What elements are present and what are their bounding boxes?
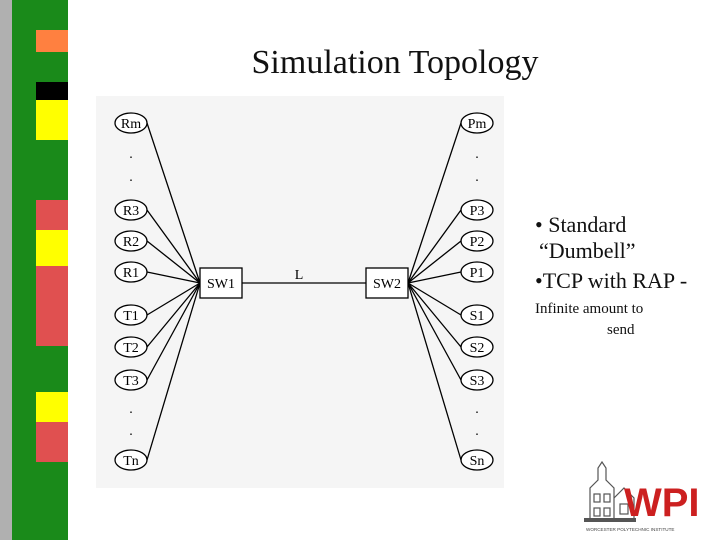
link-right-S3 <box>407 282 462 381</box>
stripe-seg <box>36 82 68 100</box>
node-Pm-shape <box>460 112 494 134</box>
wpi-logo: WPI WORCESTER POLYTECHNIC INSTITUTE <box>584 458 710 534</box>
ellipsis-dot-right: . <box>475 402 479 417</box>
link-left-T1 <box>146 282 201 316</box>
logo-wordmark: WPI <box>624 481 700 525</box>
node-S1-label: S1 <box>470 309 485 324</box>
bullet-list: • Standard “Dumbell” •TCP with RAP - Inf… <box>535 212 715 340</box>
node-R2-label: R2 <box>123 235 139 250</box>
node-S1-shape <box>460 304 494 326</box>
stripe-seg <box>36 100 68 140</box>
link-right-P2 <box>407 240 462 284</box>
stripe-seg <box>36 422 68 462</box>
link-label: L <box>295 268 304 283</box>
node-T1-shape <box>114 304 148 326</box>
ellipsis-dot-left: . <box>129 424 133 439</box>
node-R2-shape <box>114 230 148 252</box>
bullet-1-line-1: • Standard <box>535 212 627 237</box>
stripe-seg <box>36 140 68 200</box>
stripe-seg <box>36 346 68 392</box>
bullet-1-line-2: “Dumbell” <box>539 238 636 263</box>
node-S2-label: S2 <box>470 341 485 356</box>
node-Rm-shape <box>114 112 148 134</box>
link-left-R1 <box>146 271 201 284</box>
building-icon <box>589 460 635 522</box>
switch-sw1-label: SW1 <box>207 277 235 292</box>
node-T2-shape <box>114 336 148 358</box>
stripe-seg <box>36 266 68 346</box>
stripe-seg <box>36 392 68 422</box>
ellipsis-dot-right: . <box>475 170 479 185</box>
node-S3-shape <box>460 369 494 391</box>
node-Sn-shape <box>460 449 494 471</box>
ellipsis-dot-right: . <box>475 147 479 162</box>
link-left-Tn <box>146 282 201 461</box>
node-Tn-label: Tn <box>123 454 139 469</box>
stripe-seg <box>36 462 68 540</box>
link-left-R3 <box>146 209 201 284</box>
building-hatch-icon <box>584 518 636 522</box>
slide-title: Simulation Topology <box>251 44 539 81</box>
link-right-P1 <box>407 271 462 284</box>
node-Pm-label: Pm <box>468 117 487 132</box>
link-right-P3 <box>407 209 462 284</box>
bullet-2: •TCP with RAP - <box>535 268 688 293</box>
node-R3-label: R3 <box>123 204 139 219</box>
stripe-gray-edge <box>0 0 12 540</box>
node-S2-shape <box>460 336 494 358</box>
node-T3-label: T3 <box>123 374 139 389</box>
node-P3-label: P3 <box>470 204 485 219</box>
link-right-S2 <box>407 282 462 348</box>
node-R3-shape <box>114 199 148 221</box>
logo-subtext: WORCESTER POLYTECHNIC INSTITUTE <box>586 527 674 532</box>
node-S3-label: S3 <box>470 374 485 389</box>
node-Tn-shape <box>114 449 148 471</box>
node-P1-shape <box>460 261 494 283</box>
node-T2-label: T2 <box>123 341 139 356</box>
stripe-seg <box>36 0 68 30</box>
bullet-2-sub-line-1: Infinite amount to <box>535 301 644 317</box>
link-right-S1 <box>407 282 462 316</box>
ellipsis-dot-left: . <box>129 402 133 417</box>
decorative-color-stripe <box>0 0 68 540</box>
ellipsis-dot-left: . <box>129 170 133 185</box>
stripe-seg <box>36 52 68 82</box>
bullet-2-sub-line-2: send <box>607 322 635 338</box>
node-R1-label: R1 <box>123 266 139 281</box>
stripe-seg <box>36 30 68 52</box>
link-right-Pm <box>407 122 462 284</box>
node-Rm-label: Rm <box>121 117 141 132</box>
switch-sw2-label: SW2 <box>373 277 401 292</box>
wpi-logo-graphic: WPI WORCESTER POLYTECHNIC INSTITUTE <box>584 460 700 532</box>
link-left-T3 <box>146 282 201 381</box>
stripe-seg <box>36 200 68 230</box>
node-Sn-label: Sn <box>470 454 485 469</box>
link-left-R2 <box>146 240 201 284</box>
switch-sw2-box <box>365 267 409 299</box>
stripe-seg <box>36 230 68 266</box>
node-P2-label: P2 <box>470 235 485 250</box>
switch-sw1-box <box>199 267 243 299</box>
node-T3-shape <box>114 369 148 391</box>
node-T1-label: T1 <box>123 309 139 324</box>
node-P2-shape <box>460 230 494 252</box>
ellipsis-dot-right: . <box>475 424 479 439</box>
link-left-T2 <box>146 282 201 348</box>
ellipsis-dot-left: . <box>129 147 133 162</box>
link-right-Sn <box>407 282 462 461</box>
link-left-Rm <box>146 122 201 284</box>
node-P3-shape <box>460 199 494 221</box>
node-P1-label: P1 <box>470 266 485 281</box>
node-R1-shape <box>114 261 148 283</box>
